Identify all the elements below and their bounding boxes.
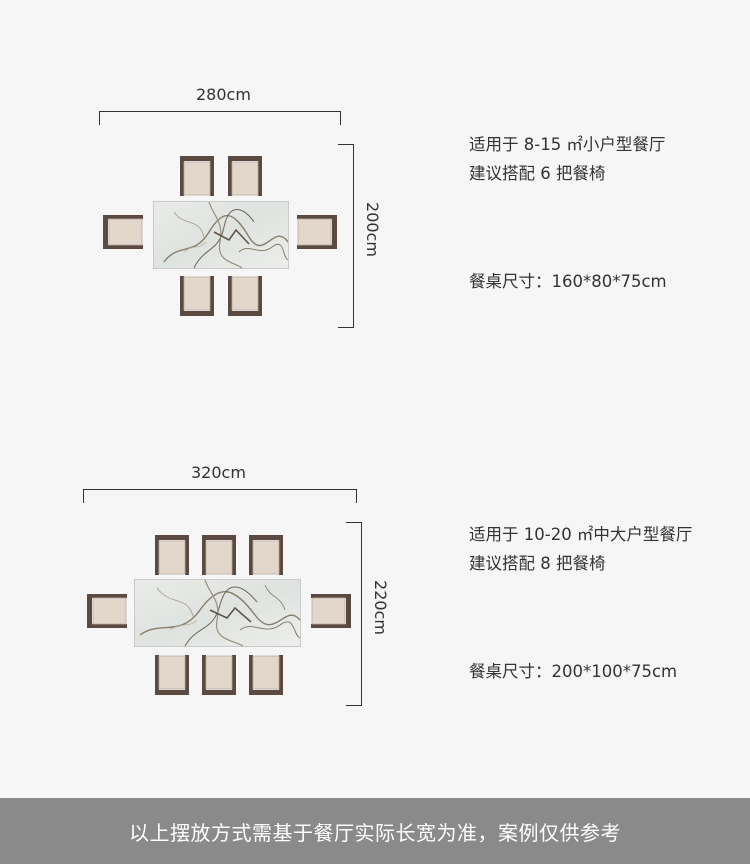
depth-dimension-label: 200cm [362,202,382,257]
depth-dimension-bracket [346,522,362,706]
dining-chair [155,655,189,699]
table-size-text: 餐桌尺寸：160*80*75cm [469,272,667,291]
chair-recommendation: 建议搭配 6 把餐椅 [469,164,606,183]
width-dimension-bracket [99,111,341,125]
dining-chair [180,156,214,200]
dining-chair [202,535,236,579]
dining-chair [249,535,283,579]
dining-chair [249,655,283,699]
footer-disclaimer: 以上摆放方式需基于餐厅实际长宽为准，案例仅供参考 [0,798,750,864]
dining-chair [155,535,189,579]
info-block-small: 适用于 8-15 ㎡小户型餐厅 建议搭配 6 把餐椅 [469,130,665,188]
dining-chair [297,215,337,253]
dining-chair [87,594,127,632]
dining-table-marble [154,202,288,268]
usage-text: 适用于 8-15 ㎡小户型餐厅 [469,135,666,154]
table-size-text: 餐桌尺寸：200*100*75cm [469,662,678,681]
dining-chair [202,655,236,699]
dining-chair [103,215,143,253]
info-block-large: 适用于 10-20 ㎡中大户型餐厅 建议搭配 8 把餐椅 [469,520,692,578]
dining-chair [180,276,214,320]
dining-chair [228,276,262,320]
width-dimension-bracket [83,489,357,503]
dining-chair [228,156,262,200]
width-dimension-label: 280cm [196,85,251,104]
depth-dimension-label: 220cm [370,580,390,635]
dining-table-marble [135,580,300,646]
width-dimension-label: 320cm [191,463,246,482]
dining-chair [311,594,351,632]
usage-text: 适用于 10-20 ㎡中大户型餐厅 [469,525,693,544]
depth-dimension-bracket [338,144,354,328]
chair-recommendation: 建议搭配 8 把餐椅 [469,554,606,573]
